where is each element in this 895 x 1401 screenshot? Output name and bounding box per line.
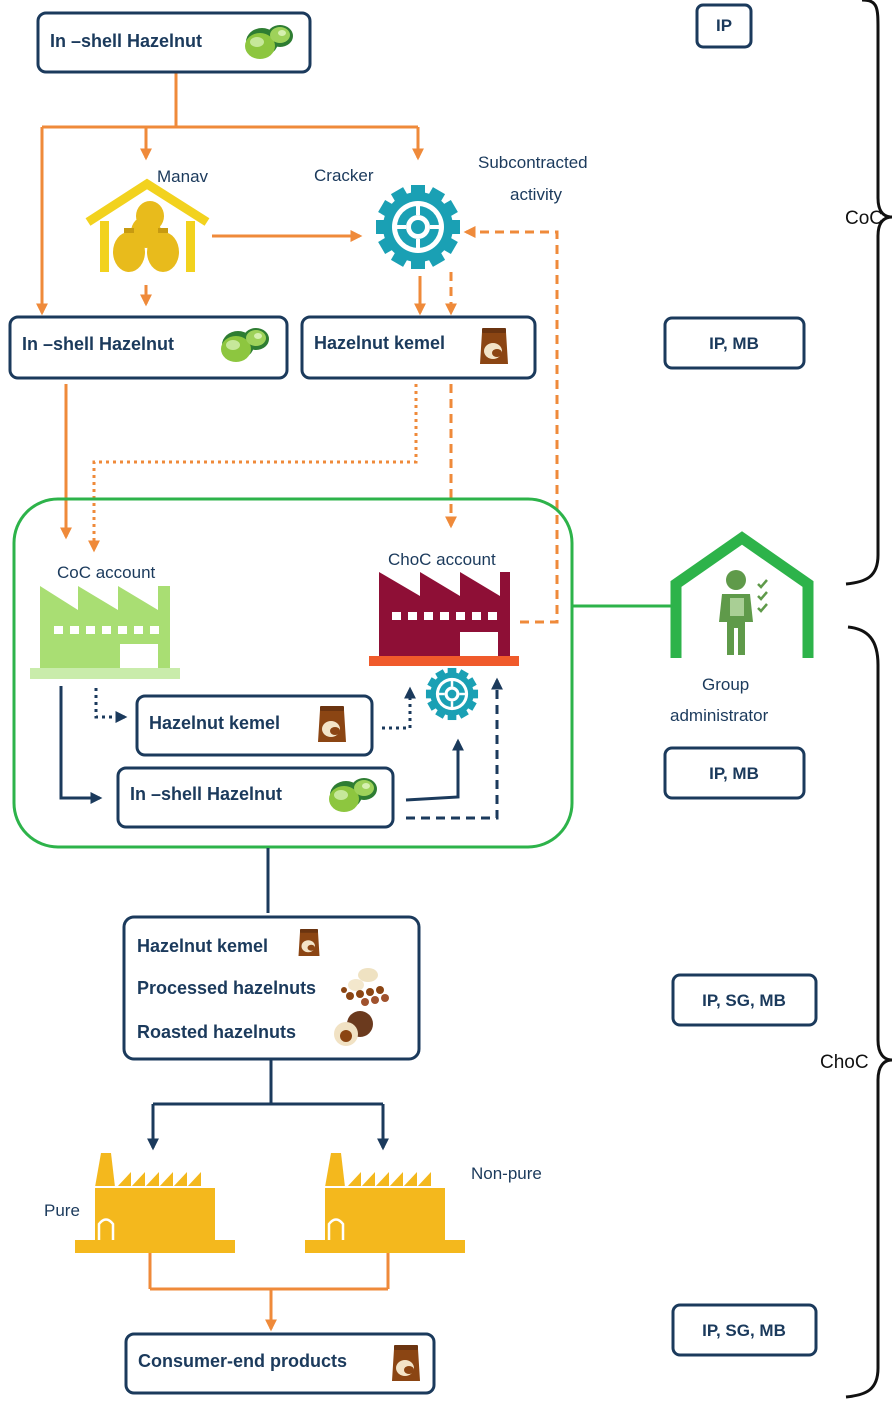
svg-text:IP: IP [716,16,732,35]
group-admin-label-line1: Group [702,675,749,694]
svg-text:Consumer-end products: Consumer-end products [138,1351,347,1371]
inshell-hazelnut-group-box: In –shell Hazelnut [116,766,395,829]
choc-brace-label: ChoC [820,1052,869,1073]
group-admin-label-line2: administrator [670,706,769,725]
pure-label: Pure [44,1201,80,1220]
gear-icon [374,183,462,271]
non-pure-factory-icon [303,1151,467,1255]
tag-ip: IP [695,3,753,49]
subcontracted-label-line1: Subcontracted [478,153,588,172]
product-item-processed: Processed hazelnuts [137,978,316,998]
svg-text:In –shell Hazelnut: In –shell Hazelnut [130,784,282,804]
group-admin-icon [670,531,814,658]
roasted-hazelnuts-icon [334,1011,373,1046]
inshell-hazelnut-top-box: In –shell Hazelnut [36,11,312,74]
coc-brace [845,0,893,586]
coc-account-label: CoC account [57,563,156,582]
svg-text:In –shell Hazelnut: In –shell Hazelnut [22,334,174,354]
tag-ip-mb-1: IP, MB [663,316,806,370]
product-item-kernel: Hazelnut kemel [137,936,268,956]
warehouse-icon [85,178,210,272]
svg-text:IP, MB: IP, MB [709,334,759,353]
svg-text:IP, MB: IP, MB [709,764,759,783]
choc-brace [845,625,893,1399]
svg-text:Hazelnut kemel: Hazelnut kemel [149,713,280,733]
subcontracted-label-line2: activity [510,185,562,204]
processed-hazelnuts-icon [341,968,389,1006]
kernel-bag-icon [318,706,346,742]
cracker-label: Cracker [314,166,374,185]
hazelnut-kernel-group-box: Hazelnut kemel [135,694,374,757]
inshell-hazelnut-left-box: In –shell Hazelnut [8,315,289,380]
processed-products-box: Hazelnut kemel Processed hazelnuts Roast… [122,915,421,1061]
manav-label: Manav [157,167,209,186]
svg-text:In –shell Hazelnut: In –shell Hazelnut [50,31,202,51]
product-item-roasted: Roasted hazelnuts [137,1022,296,1042]
gear-icon [424,666,480,722]
kernel-bag-icon [392,1345,420,1381]
consumer-end-products-box: Consumer-end products [124,1332,436,1395]
coc-account-factory-icon [30,586,180,679]
coc-brace-label: CoC [845,208,883,229]
non-pure-label: Non-pure [471,1164,542,1183]
group-account-frame [12,497,574,849]
kernel-bag-icon [480,328,508,364]
tag-ip-sg-mb-1: IP, SG, MB [671,973,818,1027]
svg-text:IP, SG, MB: IP, SG, MB [702,1321,786,1340]
tag-ip-sg-mb-2: IP, SG, MB [671,1303,818,1357]
hazelnut-kernel-cracker-box: Hazelnut kemel [300,315,537,380]
choc-account-factory-icon [369,572,519,666]
svg-text:Hazelnut kemel: Hazelnut kemel [314,333,445,353]
svg-text:IP, SG, MB: IP, SG, MB [702,991,786,1010]
choc-account-label: ChoC account [388,550,496,569]
pure-factory-icon [73,1151,237,1255]
tag-ip-mb-2: IP, MB [663,746,806,800]
kernel-bag-icon [298,929,320,956]
